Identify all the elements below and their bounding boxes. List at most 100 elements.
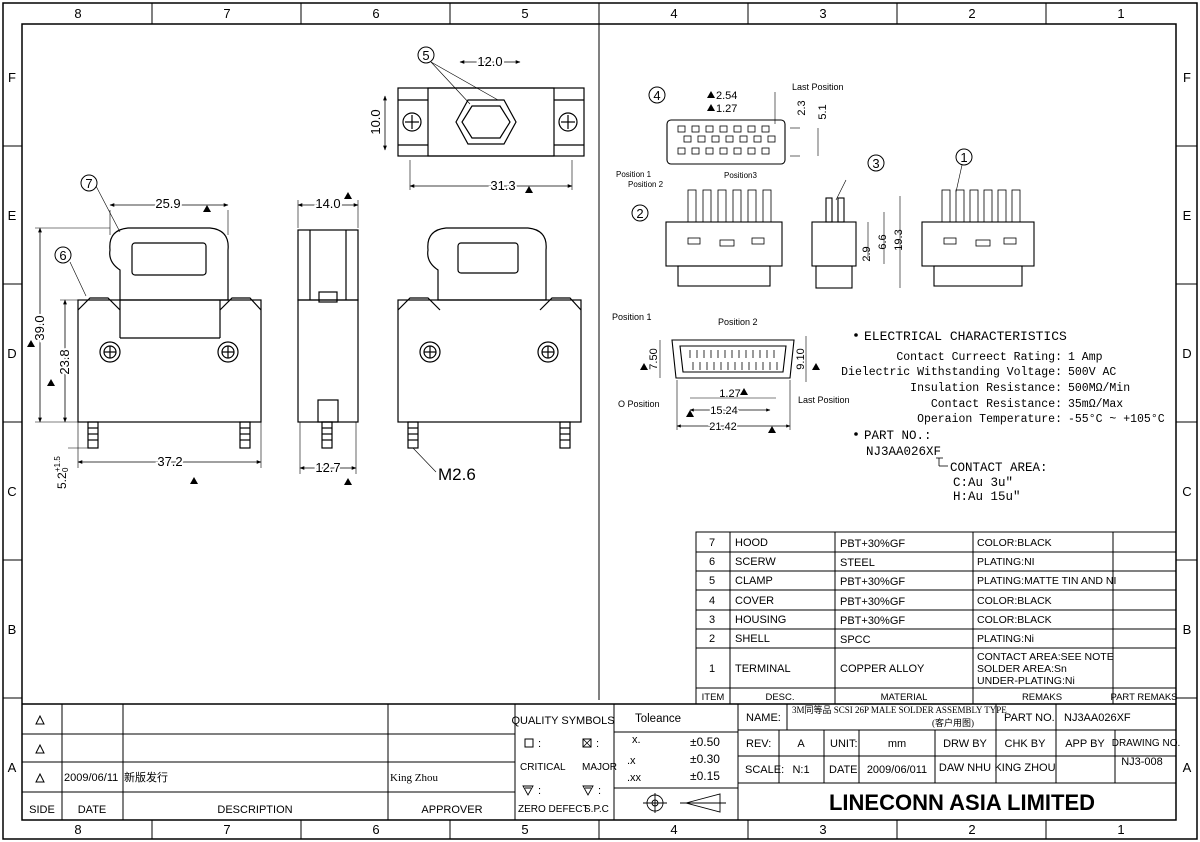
- triangle-mark: [640, 363, 648, 370]
- name-value: 3M同等品 SCSI 26P MALE SOLDER ASSEMBLY TYPE: [792, 704, 1007, 715]
- bom-material: PBT+30%GF: [840, 615, 905, 627]
- bom-material: PBT+30%GF: [840, 596, 905, 608]
- dim-2-54: 2.54: [716, 90, 737, 102]
- assembly-end-view: [811, 179, 901, 289]
- electrical-heading: ELECTRICAL CHARACTERISTICS: [864, 329, 1067, 344]
- part-heading: PART NO.:: [864, 429, 932, 443]
- electrical-value: 35mΩ/Max: [1068, 398, 1123, 411]
- bom-header-item: ITEM: [702, 692, 725, 703]
- row-label-right: F: [1183, 70, 1191, 85]
- triangle-mark: [47, 379, 55, 386]
- electrical-label: Insulation Resistance:: [910, 382, 1062, 395]
- bom-material: PBT+30%GF: [840, 538, 905, 550]
- dim-31-3: 31.3: [490, 178, 515, 193]
- tolerance-label: .xx: [627, 772, 642, 784]
- bom-header-remarks: REMAKS: [1022, 692, 1062, 703]
- callout-4-label: 4: [653, 88, 660, 103]
- triangle-mark: [344, 192, 352, 199]
- colon-mark: :: [596, 738, 599, 750]
- dim-14-0: 14.0: [315, 196, 340, 211]
- row-label-left: B: [8, 622, 17, 637]
- col-label-top: 7: [223, 6, 230, 21]
- dim-15-24: 15.24: [710, 405, 738, 417]
- bom-desc: HOOD: [735, 537, 768, 549]
- bom-item: 2: [709, 633, 715, 645]
- callout-5-label: 5: [422, 48, 429, 63]
- date-label: DATE:: [829, 764, 861, 776]
- row-label-left: A: [8, 760, 17, 775]
- rev-triangle-icon: [35, 743, 45, 754]
- part-suffix: XF: [926, 445, 941, 459]
- quality-title: QUALITY SYMBOLS: [511, 715, 614, 727]
- title-block-grid: [22, 703, 1176, 820]
- col-label-bottom: 2: [968, 822, 975, 837]
- callout-5: [417, 46, 435, 64]
- bom-header-desc: DESC.: [765, 692, 794, 703]
- rev-header-approver: APPROVER: [421, 804, 482, 816]
- top-view: [383, 60, 585, 190]
- row-label-left: E: [8, 208, 17, 223]
- tolerance-value: ±0.15: [690, 769, 720, 783]
- dim-5-2-tol-lower: 0: [61, 467, 70, 472]
- part-value: NJ3AA026XF: [1064, 712, 1131, 724]
- dim-2-3: 2.3: [796, 100, 808, 115]
- label-fp-position-1: Position 1: [612, 312, 652, 322]
- chk-value: KING ZHOU: [994, 762, 1055, 774]
- callout-1: [955, 148, 973, 166]
- triangle-mark: [344, 478, 352, 485]
- date-value: 2009/06/011: [867, 764, 927, 776]
- dim-5-1: 5.1: [817, 104, 829, 119]
- col-label-top: 5: [521, 6, 528, 21]
- rev-label: REV:: [746, 738, 771, 750]
- name-label: NAME:: [746, 712, 781, 724]
- col-label-bottom: 3: [819, 822, 826, 837]
- dim-1-27-face: 1.27: [719, 388, 740, 400]
- triangle-mark: [27, 340, 35, 347]
- quality-spc: S.P.C: [584, 804, 609, 815]
- side-view: [297, 200, 359, 474]
- bom-remarks: SOLDER AREA:Sn: [977, 663, 1067, 675]
- bom-remarks: PLATING:MATTE TIN AND NI: [977, 575, 1116, 587]
- tolerance-label: .x: [627, 755, 636, 767]
- rev-approver: King Zhou: [390, 772, 438, 784]
- label-fp-position-2: Position 2: [718, 317, 758, 327]
- rev-triangle-icon: [35, 772, 45, 783]
- bom-desc: COVER: [735, 595, 774, 607]
- row-label-left: C: [7, 484, 16, 499]
- col-label-bottom: 4: [670, 822, 677, 837]
- bom-desc: CLAMP: [735, 575, 773, 587]
- triangle-mark: [203, 205, 211, 212]
- dim-9-10: 9.10: [795, 348, 807, 369]
- rev-header-description: DESCRIPTION: [217, 804, 292, 816]
- dim-7-50: 7.50: [648, 348, 660, 369]
- col-label-top: 8: [74, 6, 81, 21]
- label-position-3: Position3: [724, 171, 757, 180]
- rev-header-side: SIDE: [29, 804, 55, 816]
- unit-value: mm: [888, 738, 906, 750]
- dim-5-2-group: 5.2 +1.5 0: [53, 456, 70, 489]
- rev-triangle-icon: [35, 714, 45, 725]
- bom-material: STEEL: [840, 557, 875, 569]
- title-block: NAME: 3M同等品 SCSI 26P MALE SOLDER ASSEMBL…: [745, 704, 1180, 815]
- rev-header-date: DATE: [78, 804, 107, 816]
- electrical-value: 1 Amp: [1068, 351, 1103, 364]
- dim-21-42: 21.42: [709, 421, 737, 433]
- bom-remarks: COLOR:BLACK: [977, 614, 1052, 626]
- bom-material: PBT+30%GF: [840, 576, 905, 588]
- label-o-position: O Position: [618, 399, 660, 409]
- row-label-right: A: [1183, 760, 1192, 775]
- dim-2-9: 2.9: [861, 246, 873, 261]
- triangle-mark: [768, 426, 776, 433]
- rev-value: A: [797, 738, 805, 750]
- bom-item: 6: [709, 556, 715, 568]
- pin-face-view: [659, 336, 807, 430]
- pin-view-top: [666, 92, 819, 165]
- triangle-mark: [812, 363, 820, 370]
- rear-view: [397, 227, 582, 473]
- colon-mark: :: [598, 785, 601, 797]
- drawing-value: NJ3-008: [1121, 756, 1163, 768]
- projection-symbol-icon: [643, 793, 726, 813]
- spc-icon: [582, 785, 594, 796]
- col-label-bottom: 6: [372, 822, 379, 837]
